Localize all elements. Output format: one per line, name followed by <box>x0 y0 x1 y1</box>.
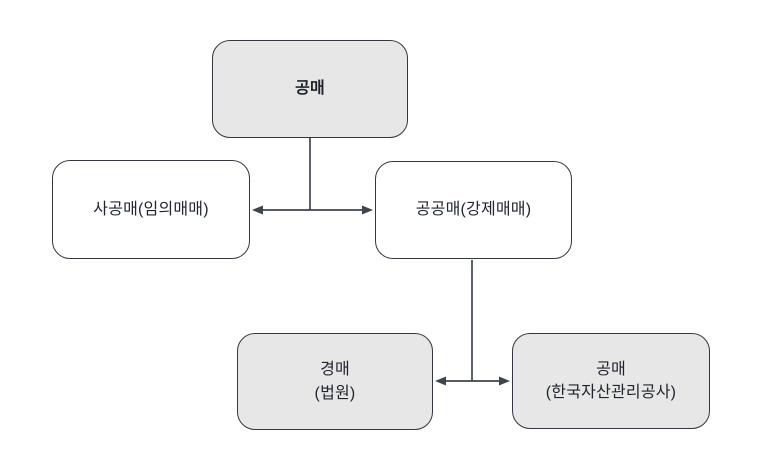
node-label: 사공매(임의매매) <box>93 200 209 218</box>
arrowhead-right-icon <box>499 376 510 386</box>
node-label: 공공매(강제매매) <box>415 201 532 219</box>
node-kamco-auction: 공매 (한국자산관리공사) <box>512 333 710 429</box>
node-label: 경매 <box>320 361 350 379</box>
node-public-auction: 공공매(강제매매) <box>375 161 572 259</box>
node-label: 공매 <box>596 360 626 378</box>
node-court-auction: 경매 (법원) <box>237 333 433 430</box>
node-private-auction: 사공매(임의매매) <box>52 160 250 259</box>
node-label: 공매 <box>295 80 325 98</box>
arrowhead-left-icon <box>435 376 446 386</box>
node-sublabel: (한국자산관리공사) <box>545 384 677 401</box>
arrowhead-right-icon <box>362 205 373 215</box>
node-sublabel: (법원) <box>314 384 356 402</box>
node-auction-root: 공매 <box>212 40 408 138</box>
arrowhead-left-icon <box>252 205 263 215</box>
